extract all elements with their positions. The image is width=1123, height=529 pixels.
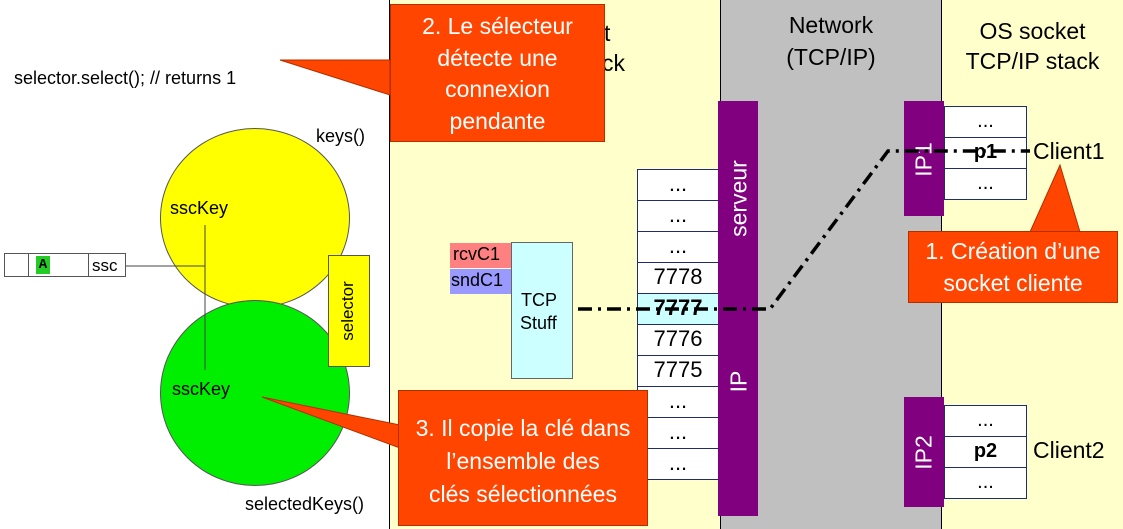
rcv-buffer [450,243,512,268]
client-port-cell: ... [944,168,1027,200]
network-title-2: (TCP/IP) [786,44,876,70]
ip2-bar [904,397,944,507]
ip1-label: IP1 [910,142,937,177]
channel-attachment: A [36,256,50,274]
tcp-label-1: TCP [521,290,557,310]
callout-2-line-3: connexion [445,76,550,102]
code-line: selector.select(); // returns 1 [14,68,237,88]
port-cell: ... [637,448,719,480]
key-bottom-label: sscKey [172,379,231,399]
port-cell: 7777 [637,293,719,325]
client-port-cell: p1 [944,137,1027,169]
callout-3-line-1: 3. Il copie la clé dans [415,415,631,441]
selected-keys-set-circle [160,300,350,486]
channel-box [4,253,126,277]
tcp-label-2: Stuff [520,313,557,333]
keys-set-circle [160,128,350,308]
channel-name: ssc [92,256,118,275]
keys-label: keys() [316,126,365,146]
callout-1-line-1: 1. Création d’une [925,238,1101,264]
ip2-label: IP2 [910,435,937,470]
port-cell: 7775 [637,355,719,387]
client-stack-title-1: OS socket [979,18,1086,44]
port-cell: 7778 [637,262,719,294]
client-stack-title-2: TCP/IP stack [965,48,1100,74]
selected-keys-label: selectedKeys() [245,494,365,514]
rcv-label: rcvC1 [453,244,501,264]
port-cell: 7776 [637,324,719,356]
key-top-label: sscKey [170,198,229,218]
client1-label: Client1 [1033,138,1105,164]
client-port-cell: ... [944,405,1027,437]
client-port-cell: ... [944,467,1027,499]
port-cell: ... [637,386,719,418]
callout-3-line-2: l’ensemble des [446,448,600,474]
client-port-cell: p2 [944,436,1027,468]
port-cell: ... [637,417,719,449]
channel-divider-2 [88,253,89,277]
port-cell: ... [637,169,719,201]
callout-3 [398,390,648,526]
callout-2 [390,4,605,142]
callout-3-line-3: clés sélectionnées [429,481,617,507]
channel-divider-1 [28,253,29,277]
port-cell: ... [637,200,719,232]
callout-1 [908,231,1118,303]
callout-2-line-4: pendante [449,108,546,134]
snd-label: sndC1 [451,270,504,290]
server-stack-title-partial-1: t [604,20,611,46]
callout-1-line-2: socket cliente [943,270,1083,296]
snd-buffer [450,269,512,294]
selector-label: selector [338,281,357,341]
client-port-cell: ... [944,106,1027,138]
callout-2-line-1: 2. Le sélecteur [422,13,573,39]
tcp-stuff-box [511,242,573,379]
server-stack-title-partial-2: ck [602,50,625,76]
network-title-1: Network [788,12,874,38]
callout-2-line-2: détecte une [437,45,558,71]
client2-label: Client2 [1033,437,1105,463]
port-cell: ... [637,231,719,263]
serveur-label: serveur [725,160,752,237]
selector-box [328,255,370,367]
ip-label: IP [725,370,752,393]
